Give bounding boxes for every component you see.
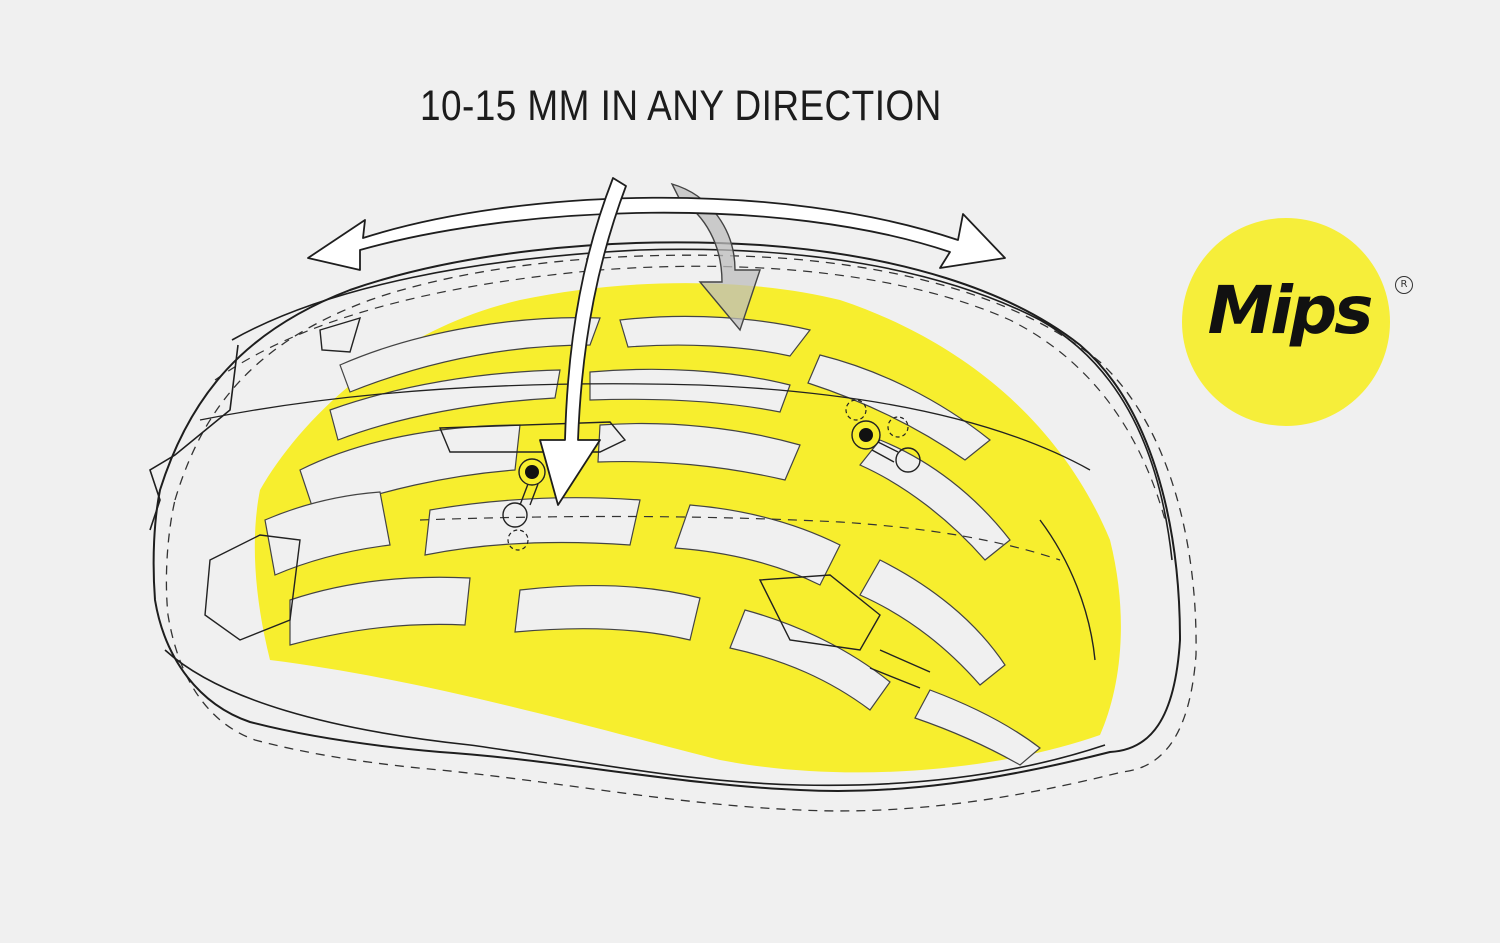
mips-logo-text: Mips — [1207, 272, 1374, 349]
headline: 10-15 MM IN ANY DIRECTION — [420, 82, 942, 130]
mips-liner — [254, 283, 1121, 773]
shell-outline — [152, 241, 1182, 792]
shell-second-outline — [231, 248, 1173, 561]
down-arrow-icon — [539, 177, 627, 506]
mips-logo-circle — [1182, 218, 1390, 426]
double-headed-curved-arrow-icon — [307, 196, 1006, 271]
anchor-rear — [845, 399, 921, 473]
shell-brim — [149, 344, 239, 531]
anchor-front — [502, 458, 546, 551]
shell-dashed-inner — [214, 265, 1166, 521]
shell-dashed-outline — [165, 254, 1197, 812]
registered-mark: R — [1395, 276, 1413, 294]
shell-lower-edge — [164, 649, 1106, 787]
shell-vents — [204, 316, 1096, 689]
